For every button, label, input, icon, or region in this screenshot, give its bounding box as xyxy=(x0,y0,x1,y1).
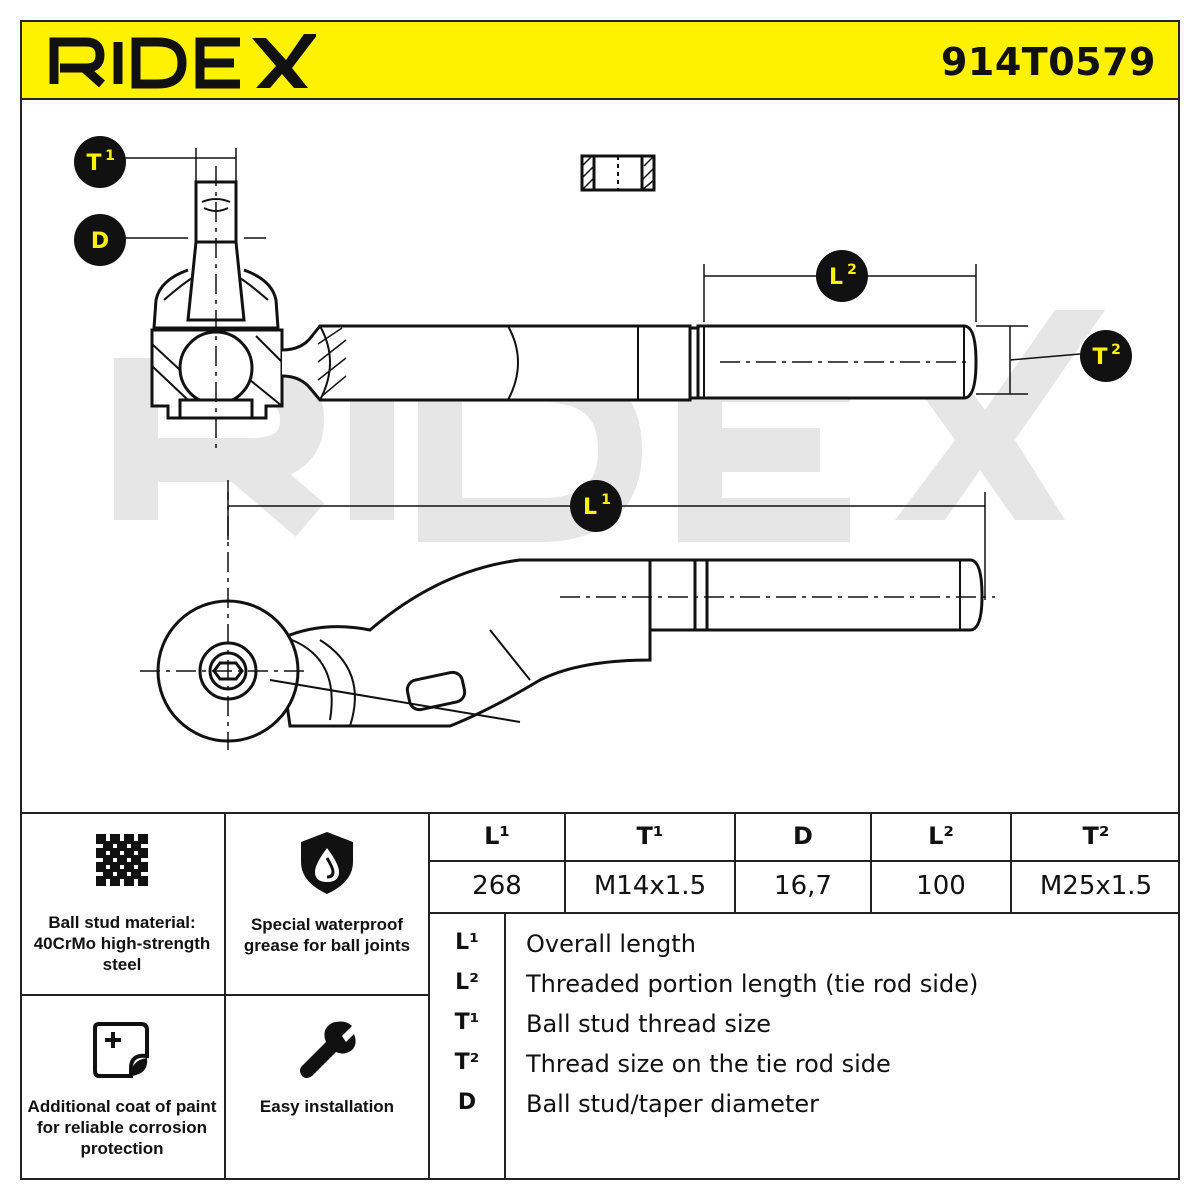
svg-text:L: L xyxy=(829,265,843,290)
spec-value-t1: M14x1.5 xyxy=(566,860,736,912)
spec-header-d: D xyxy=(736,812,872,860)
legend-key: T¹ xyxy=(454,1010,480,1035)
spec-value-l1: 268 xyxy=(430,860,566,912)
svg-text:T: T xyxy=(1092,345,1107,370)
legend-divider xyxy=(504,912,506,1180)
label-t1: T 1 xyxy=(74,136,126,188)
wrench-icon xyxy=(300,1021,356,1078)
legend-key: L¹ xyxy=(455,930,479,955)
label-t2: T 2 xyxy=(1080,330,1132,382)
nut-drawing xyxy=(580,154,656,192)
legend-definition: Overall length xyxy=(526,930,696,958)
spec-value-row: 268 M14x1.5 16,7 100 M25x1.5 xyxy=(430,860,1180,914)
paint-coat-icon xyxy=(93,1022,149,1078)
feature-installation-text: Easy installation xyxy=(259,1097,395,1116)
svg-text:2: 2 xyxy=(847,262,857,278)
technical-drawing: T 1 D L 2 T 2 L 1 xyxy=(74,136,1132,750)
svg-text:1: 1 xyxy=(105,148,115,164)
legend-row: T¹ Ball stud thread size xyxy=(430,1010,1180,1050)
tie-rod-end-side-view xyxy=(150,166,978,450)
feature-material: Ball stud material: 40CrMo high-strength… xyxy=(20,812,226,996)
svg-text:L: L xyxy=(583,495,597,520)
header-bar: 914T0579 xyxy=(20,20,1180,100)
svg-text:1: 1 xyxy=(601,492,611,508)
svg-text:T: T xyxy=(86,151,101,176)
tie-rod-end-top-view xyxy=(140,480,995,750)
section-divider xyxy=(20,812,1180,814)
legend-row: L² Threaded portion length (tie rod side… xyxy=(430,970,1180,1010)
spec-value-t2: M25x1.5 xyxy=(1039,871,1153,901)
grease-drop-shield-icon xyxy=(301,832,353,894)
dimension-legend: L¹ Overall length L² Threaded portion le… xyxy=(430,912,1180,1180)
spec-header-l2: L² xyxy=(872,812,1012,860)
legend-definition: Ball stud/taper diameter xyxy=(526,1090,819,1118)
svg-text:D: D xyxy=(91,229,109,254)
feature-paint-text: Additional coat of paint for reliable co… xyxy=(27,1097,217,1158)
legend-definition: Thread size on the tie rod side xyxy=(526,1050,891,1078)
spec-header-t2: T² xyxy=(1082,822,1110,850)
grid-pattern-icon xyxy=(96,834,148,886)
spec-header-row: L¹ T¹ D L² T² xyxy=(430,812,1180,862)
legend-key: T² xyxy=(454,1050,480,1075)
ridex-logo xyxy=(49,34,316,89)
legend-definition: Threaded portion length (tie rod side) xyxy=(526,970,979,998)
svg-text:2: 2 xyxy=(1111,342,1121,358)
info-section: Ball stud material: 40CrMo high-strength… xyxy=(20,812,1180,1180)
legend-key: L² xyxy=(455,970,479,995)
feature-grease: Special waterproof grease for ball joint… xyxy=(226,812,430,996)
part-number: 914T0579 xyxy=(940,40,1156,84)
legend-row: D Ball stud/taper diameter xyxy=(430,1090,1180,1130)
legend-definition: Ball stud thread size xyxy=(526,1010,771,1038)
spec-header-t1: T¹ xyxy=(566,812,736,860)
label-l1: L 1 xyxy=(570,480,622,532)
spec-header-l1: L¹ xyxy=(430,812,566,860)
feature-paint: Additional coat of paint for reliable co… xyxy=(20,996,226,1180)
feature-material-text: Ball stud material: 40CrMo high-strength… xyxy=(33,913,211,974)
feature-grease-text: Special waterproof grease for ball joint… xyxy=(243,915,411,955)
legend-row: L¹ Overall length xyxy=(430,930,1180,970)
legend-row: T² Thread size on the tie rod side xyxy=(430,1050,1180,1090)
label-d: D xyxy=(74,214,126,266)
spec-value-d: 16,7 xyxy=(736,860,872,912)
legend-key: D xyxy=(457,1090,477,1115)
label-l2: L 2 xyxy=(816,250,868,302)
feature-installation: Easy installation xyxy=(226,996,430,1180)
spec-value-l2: 100 xyxy=(872,860,1012,912)
